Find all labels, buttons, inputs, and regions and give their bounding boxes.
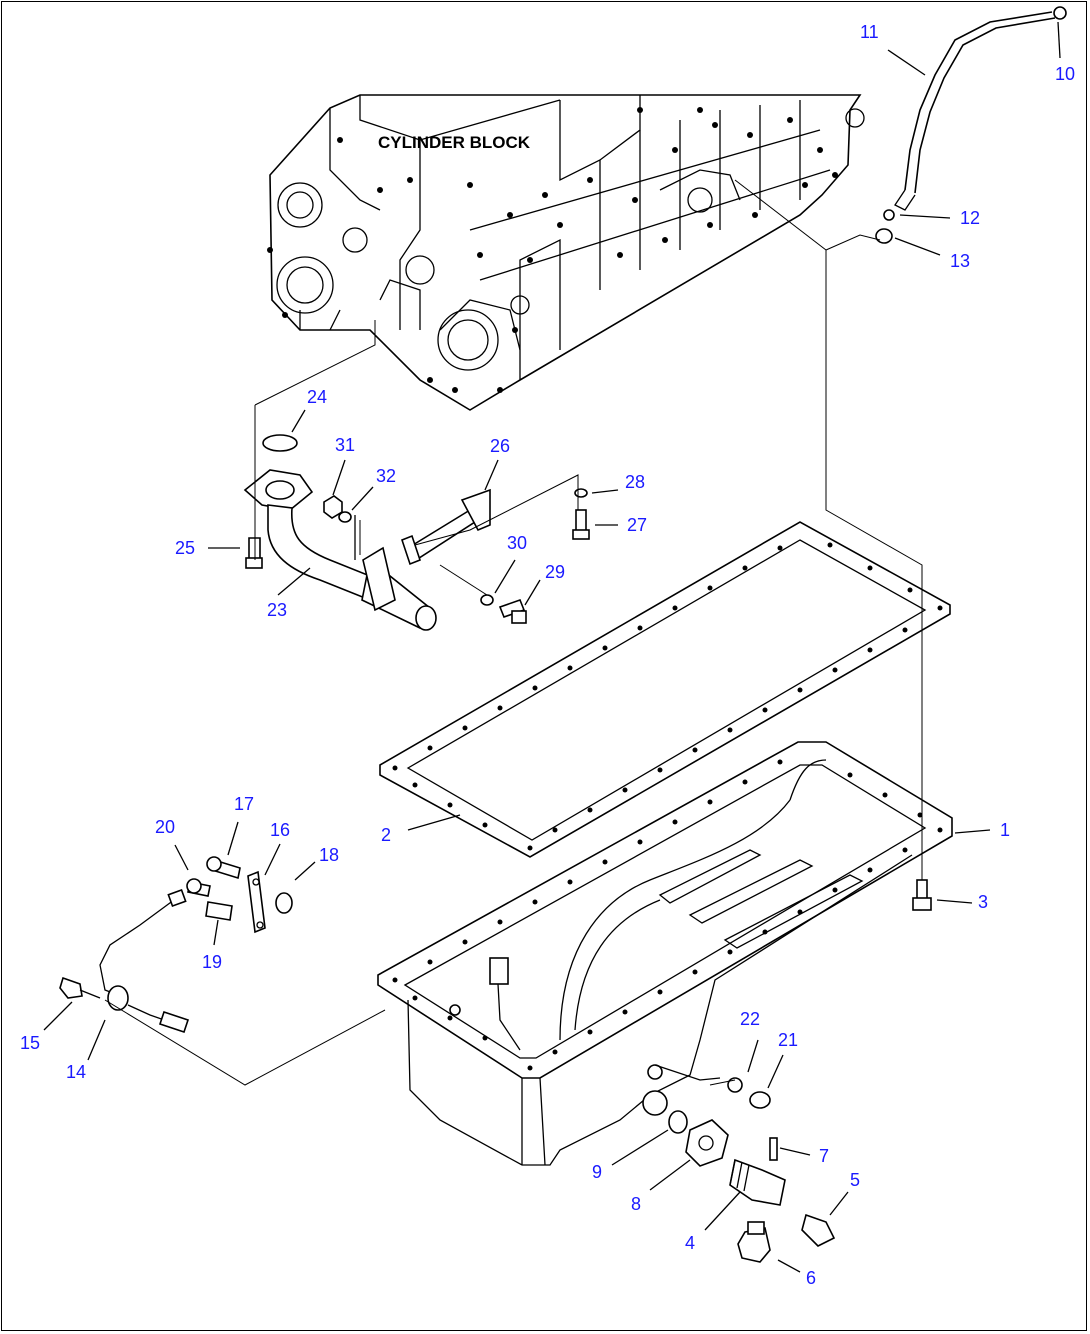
- callout-15: 15: [20, 1033, 40, 1053]
- callout-22: 22: [740, 1009, 760, 1029]
- pipe-bracket: [401, 488, 491, 566]
- callout-32: 32: [376, 466, 396, 486]
- callout-12: 12: [960, 208, 980, 228]
- callout-24: 24: [307, 387, 327, 407]
- callout-7: 7: [819, 1146, 829, 1166]
- callout-26: 26: [490, 436, 510, 456]
- callout-16: 16: [270, 820, 290, 840]
- callout-10: 10: [1055, 64, 1075, 84]
- callout-27: 27: [627, 515, 647, 535]
- callout-1: 1: [1000, 820, 1010, 840]
- sensor-bracket-plate: [489, 957, 509, 985]
- callout-18: 18: [319, 845, 339, 865]
- callout-29: 29: [545, 562, 565, 582]
- alignment-lines: [104, 179, 923, 1086]
- callout-31: 31: [335, 435, 355, 455]
- callout-20: 20: [155, 817, 175, 837]
- callout-4: 4: [685, 1233, 695, 1253]
- callout-5: 5: [850, 1170, 860, 1190]
- oil-pan-gasket: [379, 521, 951, 858]
- fasteners: [245, 488, 932, 1263]
- suction-pipe: [243, 434, 437, 631]
- callout-17: 17: [234, 794, 254, 814]
- callout-14: 14: [66, 1062, 86, 1082]
- callout-13: 13: [950, 251, 970, 271]
- callout-30: 30: [507, 533, 527, 553]
- callout-11: 11: [860, 22, 879, 42]
- callout-leaders: [43, 21, 1061, 1273]
- oil-pan: [377, 741, 953, 1166]
- callout-25: 25: [175, 538, 195, 558]
- callout-23: 23: [267, 600, 287, 620]
- oil-pan-bolt-holes: [392, 759, 943, 1071]
- callout-9: 9: [592, 1162, 602, 1182]
- callout-6: 6: [806, 1268, 816, 1288]
- callout-2: 2: [381, 825, 391, 845]
- callout-8: 8: [631, 1194, 641, 1214]
- cylinder-block: CYLINDER BLOCK: [267, 94, 865, 411]
- callout-numbers: 1 2 3 4 5 6 7 8 9 10 11 12 13 14 15 16 1…: [20, 22, 1075, 1288]
- o-ring: [262, 434, 298, 452]
- callout-3: 3: [978, 892, 988, 912]
- oil-level-sensor-group: [59, 856, 293, 1034]
- callout-28: 28: [625, 472, 645, 492]
- dipstick-assembly: [875, 6, 1067, 244]
- cylinder-block-label: CYLINDER BLOCK: [378, 133, 531, 152]
- callout-19: 19: [202, 952, 222, 972]
- callout-21: 21: [778, 1030, 798, 1050]
